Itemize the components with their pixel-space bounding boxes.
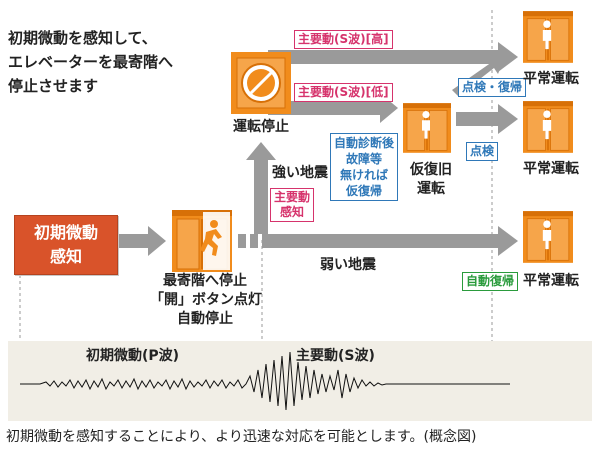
arrow-main-high	[268, 42, 518, 72]
operation-stop-label: 運転停止	[233, 119, 289, 135]
normal-operation-label: 平常運転	[523, 273, 579, 289]
wave-p-label: 初期微動(P波)	[86, 348, 180, 364]
tag-auto-restore: 自動復帰	[462, 272, 519, 291]
wave-s-label: 主要動(S波)	[296, 348, 375, 364]
intro-line: 初期微動を感知して、	[8, 29, 157, 47]
intro-line: 停止させます	[8, 77, 99, 95]
arrow-start-to-stop	[118, 226, 166, 256]
tag-main-high: 主要動(S波)[高]	[294, 30, 393, 49]
tag-inspect-restore: 点検・復帰	[458, 78, 527, 97]
arrow-dashed-segment	[238, 234, 270, 248]
start-line: 感知	[49, 247, 82, 266]
strong-quake-label: 強い地震	[272, 165, 328, 181]
elevator-running-person-icon	[172, 210, 232, 272]
arrow-restore-to-normal	[456, 104, 518, 134]
self-diagnosis-box: 自動診断後 故障等 無ければ 仮復帰	[330, 133, 399, 201]
intro-line: エレベーターを最寄階へ	[8, 53, 174, 71]
caption: 初期微動を感知することにより、より迅速な対応を可能とします。(概念図)	[6, 429, 477, 445]
intro-text: 初期微動を感知して、 エレベーターを最寄階へ 停止させます	[8, 26, 238, 98]
weak-quake-label: 弱い地震	[320, 257, 376, 273]
temp-restore-label: 仮復旧 運転	[410, 162, 452, 197]
normal-operation-label: 平常運転	[523, 161, 579, 177]
tag-main-detect: 主要動 感知	[270, 188, 315, 222]
arrow-strong-quake-up	[246, 142, 276, 234]
nearest-floor-label: 最寄階へ停止 「開」ボタン点灯 自動停止	[150, 273, 262, 327]
initial-tremor-box: 初期微動 感知	[14, 215, 118, 275]
normal-operation-label: 平常運転	[523, 71, 579, 87]
tag-main-low: 主要動(S波)[低]	[294, 83, 393, 102]
arrow-weak-quake	[270, 226, 518, 256]
start-line: 初期微動	[33, 223, 98, 242]
stop-sign-icon	[231, 52, 291, 114]
tag-inspect: 点検	[466, 142, 499, 161]
